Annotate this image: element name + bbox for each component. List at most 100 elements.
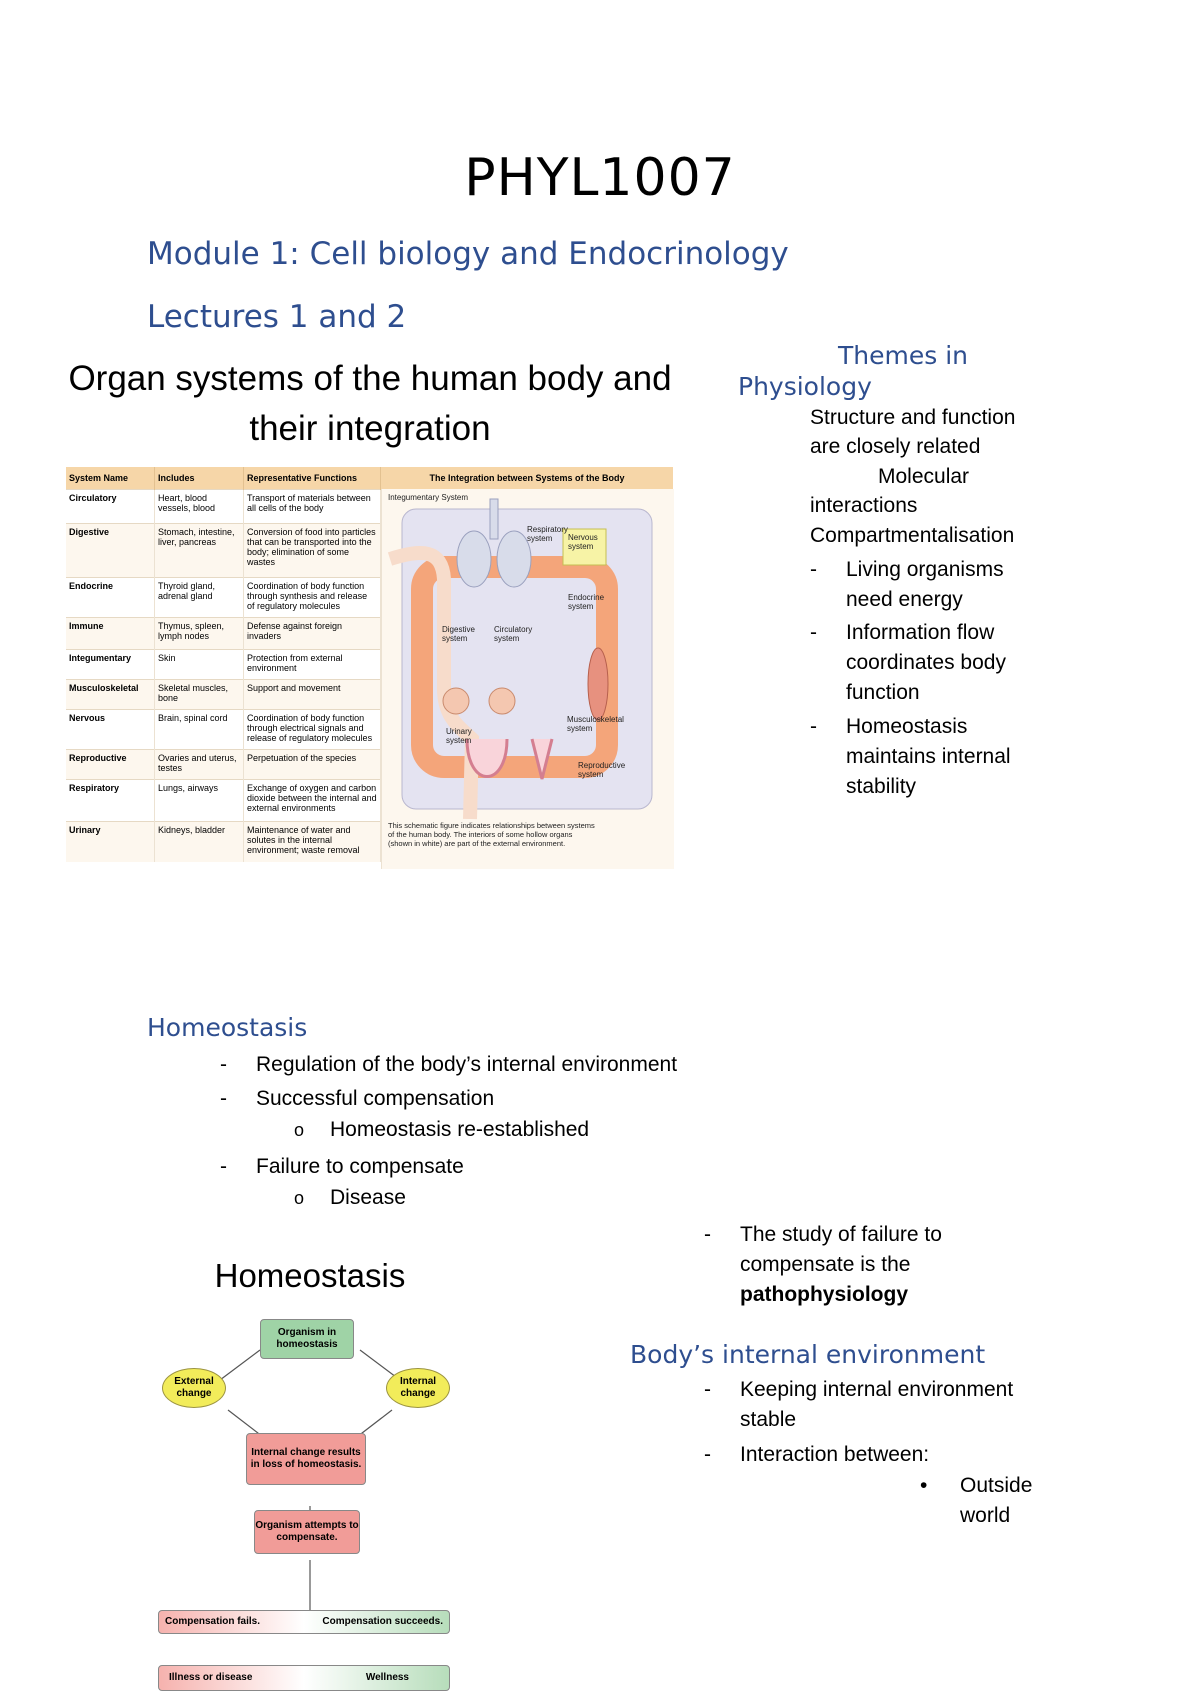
flow-organism-box: Organism in homeostasis: [260, 1319, 354, 1359]
themes-bullet-line: Information flow: [846, 621, 995, 644]
themes-bullet: - Homeostasis maintains internal stabili…: [810, 712, 1011, 802]
label-endocrine: Endocrine system: [568, 593, 605, 611]
table-cell: Thyroid gland, adrenal gland: [154, 577, 244, 618]
themes-bullet-line: function: [846, 681, 920, 704]
internal-env-line: Keeping internal environment: [740, 1378, 1014, 1401]
bullet-marker: •: [920, 1474, 928, 1497]
integration-diagram-header: The Integration between Systems of the B…: [381, 467, 673, 489]
left-kidney: [442, 687, 470, 715]
dash-marker: -: [704, 1378, 711, 1401]
table-cell: Coordination of body function through sy…: [243, 577, 381, 618]
integration-diagram: Integumentary System Respiratory system …: [381, 489, 674, 869]
circle-marker: o: [294, 1188, 305, 1208]
left-lung: [456, 530, 492, 588]
flow-internal-ellipse: Internal change: [386, 1368, 450, 1408]
internal-env-item: - Keeping internal environment stable: [704, 1375, 1014, 1435]
dash-marker: -: [220, 1087, 227, 1110]
label-respiratory: Respiratory system: [527, 525, 568, 543]
flow-fails-label: Compensation fails.: [165, 1616, 261, 1627]
themes-bullet-line: maintains internal: [846, 745, 1011, 768]
themes-line: Compartmentalisation: [810, 524, 1015, 547]
table-cell: Ovaries and uterus, testes: [154, 749, 244, 780]
table-cell: Digestive: [66, 523, 155, 578]
homeostasis-item-text: Successful compensation: [256, 1087, 495, 1110]
table-header-cell: Representative Functions: [243, 467, 381, 490]
themes-line: Molecular: [878, 465, 970, 488]
table-cell: Brain, spinal cord: [154, 709, 244, 750]
interaction-line: world: [960, 1504, 1011, 1527]
table-cell: Nervous: [66, 709, 155, 750]
table-cell: Circulatory: [66, 489, 155, 524]
table-cell: Endocrine: [66, 577, 155, 618]
dash-marker: -: [810, 558, 817, 581]
table-cell: Defense against foreign invaders: [243, 617, 381, 650]
table-cell: Stomach, intestine, liver, pancreas: [154, 523, 244, 578]
dash-marker: -: [220, 1155, 227, 1178]
flow-compensation-bar: Compensation fails. Compensation succeed…: [158, 1610, 450, 1634]
themes-bullet: - Living organisms need energy: [810, 555, 1004, 615]
flow-loss-box: Internal change results in loss of homeo…: [246, 1433, 366, 1485]
homeostasis-subitem: o Homeostasis re-established: [294, 1115, 590, 1145]
organ-slide-title: Organ systems of the human body and thei…: [30, 354, 710, 454]
internal-env-line: Interaction between:: [740, 1443, 930, 1466]
themes-line: Structure and function: [810, 406, 1016, 429]
label-digestive: Digestive system: [442, 625, 475, 643]
right-kidney: [488, 687, 516, 715]
table-cell: Protection from external environment: [243, 649, 381, 680]
diagram-caption: This schematic figure indicates relation…: [388, 821, 595, 848]
table-header-row: System Name Includes Representative Func…: [66, 467, 381, 490]
flow-attempts-box: Organism attempts to compensate.: [254, 1510, 360, 1554]
table-cell: Urinary: [66, 821, 155, 862]
themes-heading-line2: Physiology: [738, 372, 872, 401]
table-cell: Transport of materials between all cells…: [243, 489, 381, 524]
flow-illness-label: Illness or disease: [169, 1672, 253, 1683]
table-cell: Musculoskeletal: [66, 679, 155, 710]
homeostasis-heading: Homeostasis: [147, 1013, 308, 1042]
label-musculoskeletal: Musculoskeletal system: [567, 715, 624, 733]
reproductive-organ: [530, 738, 554, 780]
bladder: [465, 738, 509, 778]
homeostasis-item: - Successful compensation: [220, 1084, 495, 1114]
table-cell: Heart, blood vessels, blood: [154, 489, 244, 524]
table-cell: Support and movement: [243, 679, 381, 710]
label-urinary: Urinary system: [446, 727, 472, 745]
internal-env-line: stable: [740, 1408, 797, 1431]
label-integumentary: Integumentary System: [388, 493, 469, 502]
digestive-tract: [387, 546, 480, 820]
homeostasis-item-text: Regulation of the body’s internal enviro…: [256, 1053, 678, 1076]
internal-env-item: - Interaction between:: [704, 1440, 930, 1470]
interaction-subitem: • Outside world: [920, 1471, 1033, 1531]
table-header-cell: System Name: [66, 467, 155, 490]
themes-bullet: - Information flow coordinates body func…: [810, 618, 1006, 708]
table-cell: Coordination of body function through el…: [243, 709, 381, 750]
themes-bullet-line: stability: [846, 775, 917, 798]
homeostasis-item: - Failure to compensate: [220, 1152, 464, 1182]
dash-marker: -: [810, 621, 817, 644]
table-header-cell: Includes: [154, 467, 244, 490]
themes-heading-line1: Themes in: [838, 341, 968, 370]
document-title: PHYL1007: [464, 148, 736, 208]
homeostasis-subitem-text: Homeostasis re-established: [330, 1118, 590, 1141]
organ-systems-table: System Name Includes Representative Func…: [66, 467, 381, 862]
table-cell: Skin: [154, 649, 244, 680]
label-circulatory: Circulatory system: [494, 625, 533, 643]
interaction-line: Outside: [960, 1474, 1033, 1497]
flow-wellness-label: Wellness: [365, 1672, 409, 1683]
circle-marker: o: [294, 1120, 305, 1140]
trachea: [489, 498, 499, 540]
themes-line: are closely related: [810, 435, 981, 458]
homeostasis-item: - Regulation of the body’s internal envir…: [220, 1050, 678, 1080]
table-cell: Integumentary: [66, 649, 155, 680]
nervous-box: [562, 528, 607, 566]
dash-marker: -: [220, 1053, 227, 1076]
table-cell: Reproductive: [66, 749, 155, 780]
organ-slide-title-line2: their integration: [249, 409, 491, 448]
dash-marker: -: [810, 715, 817, 738]
homeostasis-item-text: Failure to compensate: [256, 1155, 464, 1178]
